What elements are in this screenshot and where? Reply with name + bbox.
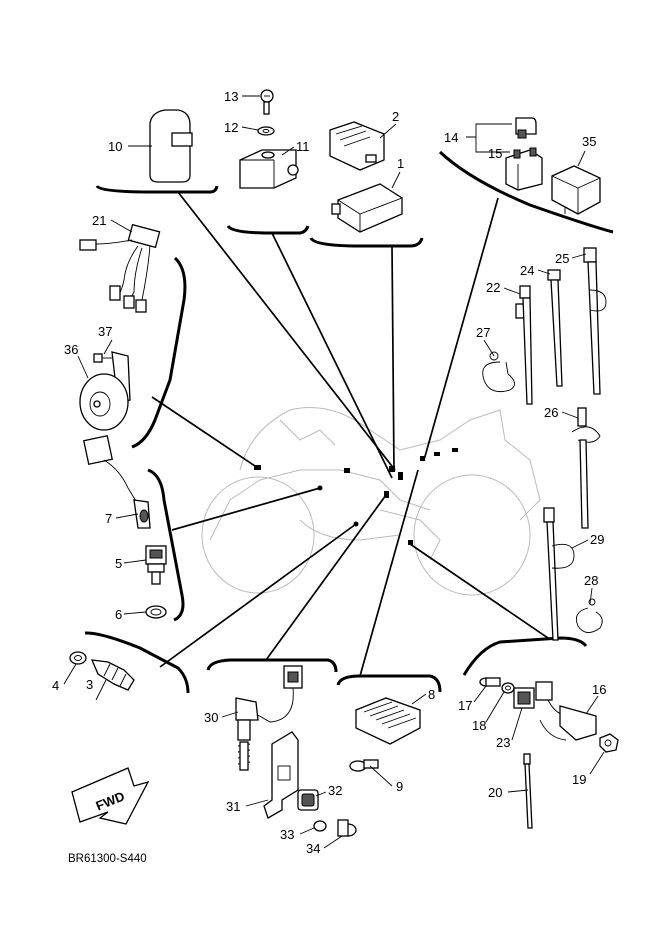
part-32-grommet [297,789,319,811]
callout-4: 4 [52,678,59,693]
leader-lines [151,191,549,677]
bracket-14-35 [438,150,614,234]
part-31-bracket [263,731,299,819]
part-6-washer [145,605,167,619]
callout-20: 20 [488,785,502,800]
callout-37: 37 [98,324,112,339]
callout-8: 8 [428,687,435,702]
callout-23: 23 [496,735,510,750]
bracket-1-2 [309,237,424,248]
callout-17: 17 [458,698,472,713]
part-9-bolt [349,759,379,772]
callout-pointers [63,95,605,849]
motorcycle-silhouette [201,407,541,596]
part-3-sensor-plug [90,659,135,691]
callout-7: 7 [105,511,112,526]
callout-9: 9 [396,779,403,794]
part-21-sub-harness [79,223,161,313]
connector-marks [254,448,458,545]
part-35-relay [551,165,601,215]
part-16-sensor [535,681,597,741]
part-25-cable-tie [583,247,607,395]
part-19-nut [599,733,619,753]
callout-34: 34 [306,841,320,856]
part-33-collar [313,820,327,832]
part-20-cable-tie [523,753,533,829]
part-22-cable-tie [515,285,533,405]
bracket-5-7 [147,468,185,622]
part-2-module [329,121,385,171]
callout-11: 11 [296,139,310,154]
callout-24: 24 [520,263,534,278]
callout-26: 26 [544,405,558,420]
callout-13: 13 [224,89,238,104]
part-18-washer [501,682,515,694]
bracket-8-9 [336,674,442,693]
callout-5: 5 [115,556,122,571]
callout-22: 22 [486,280,500,295]
part-30-sensor [235,665,303,771]
callout-10: 10 [108,139,122,154]
callout-28: 28 [584,573,598,588]
callout-18: 18 [472,718,486,733]
part-28-clip [575,598,603,633]
part-1-ecu [331,183,403,233]
part-5-temperature-sensor [145,545,167,585]
part-29-clamp [543,507,575,641]
part-23-bracket [513,687,535,709]
bracket-3-4 [84,631,190,694]
callout-32: 32 [328,783,342,798]
callout-3: 3 [86,677,93,692]
part-12-washer [257,126,275,136]
callout-25: 25 [555,251,569,266]
bracket-10 [95,184,219,194]
callout-31: 31 [226,799,240,814]
callout-16: 16 [592,682,606,697]
group-brackets [84,150,614,694]
bracket-11-13 [226,224,310,235]
part-8-rectifier [355,697,421,745]
bracket-30-34 [206,658,338,673]
callout-35: 35 [582,134,596,149]
part-17-bolt [479,677,501,687]
callout-19: 19 [572,772,586,787]
part-11-relay [239,149,299,189]
callout-21: 21 [92,213,106,228]
bracket-21 [131,256,187,449]
part-24-cable-tie [547,269,563,387]
callout-33: 33 [280,827,294,842]
part-36-horn [79,351,131,431]
callout-12: 12 [224,120,238,135]
part-37-bolt [93,353,112,363]
part-4-washer [69,651,87,665]
bracket-16-23 [462,636,588,676]
callout-numbers: 1 2 3 4 5 6 7 8 9 10 11 12 13 14 15 16 1… [52,89,606,856]
callout-36: 36 [64,342,78,357]
part-10-cover [149,109,193,183]
diagram-code: BR61300-S440 [68,853,147,865]
callout-14: 14 [444,130,458,145]
part-34-bolt [337,819,357,837]
part-7-sensor [82,434,151,529]
part-15-relay-socket [505,147,543,191]
callout-2: 2 [392,109,399,124]
part-27-clip [482,351,515,393]
callout-29: 29 [590,532,604,547]
part-13-screw [260,89,274,115]
part-14-relay [515,117,537,139]
callout-30: 30 [204,710,218,725]
forward-arrow: FWD [71,767,150,825]
callout-1: 1 [397,156,404,171]
part-26-cable-tie [571,407,601,529]
callout-6: 6 [115,607,122,622]
callout-27: 27 [476,325,490,340]
callout-15: 15 [488,146,502,161]
